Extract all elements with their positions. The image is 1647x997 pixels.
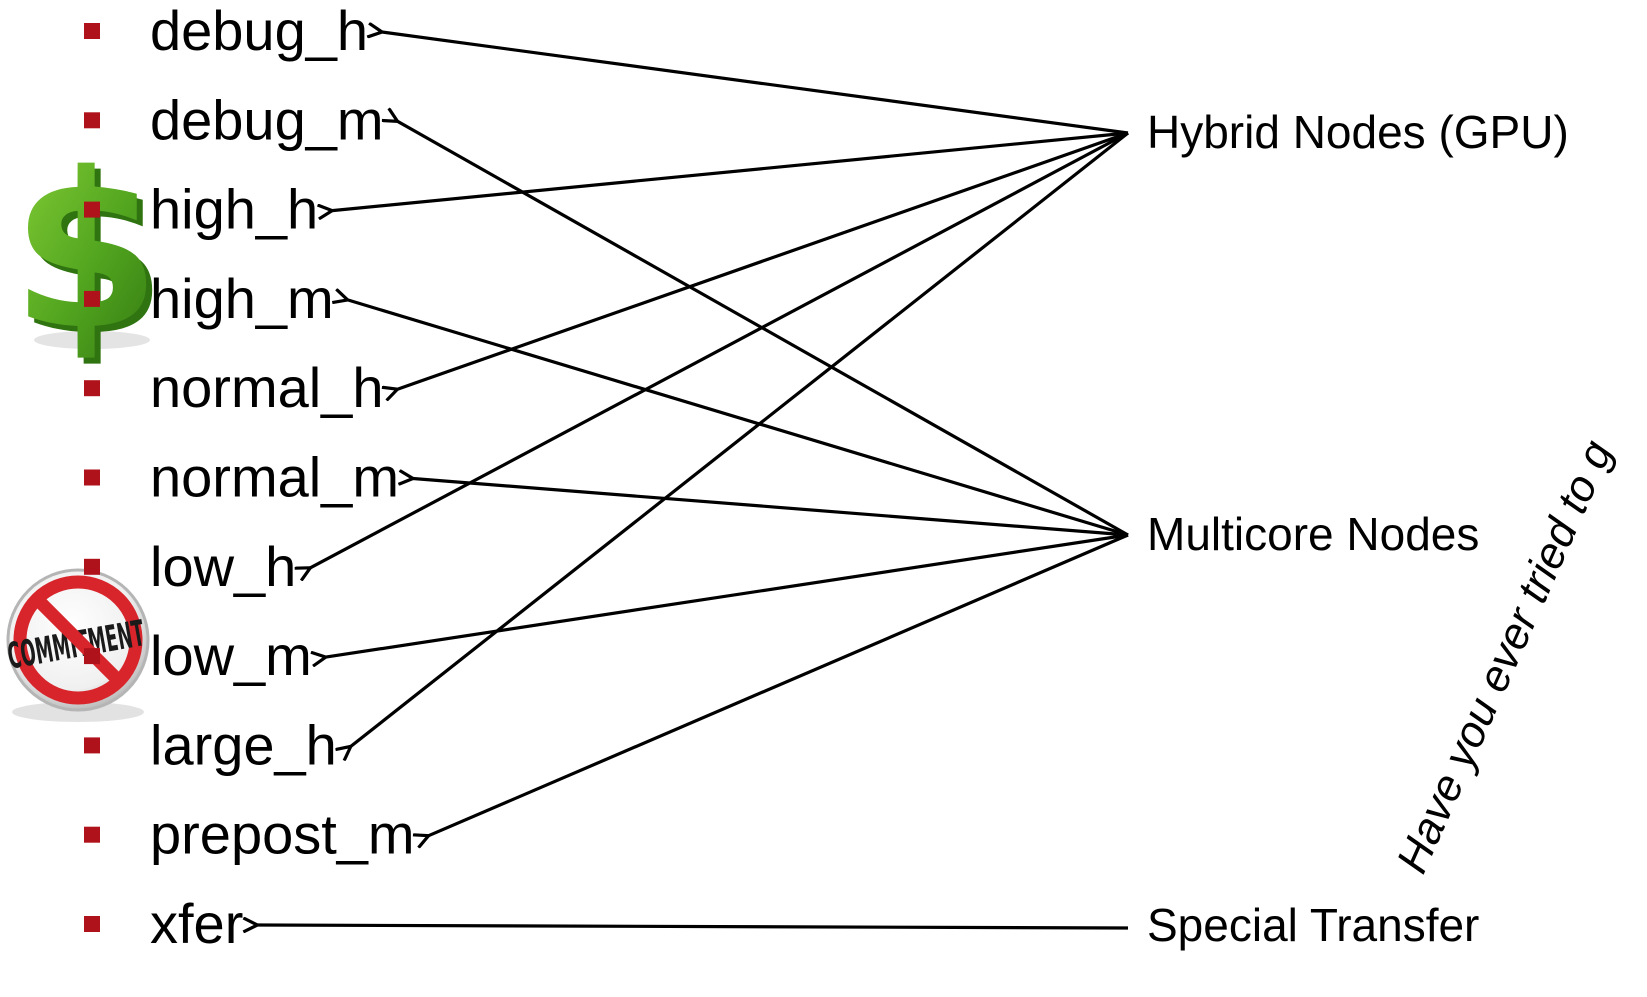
bullet-marker <box>84 826 100 843</box>
queue-label-low-m: low_m <box>150 624 312 687</box>
svg-text:$: $ <box>11 126 161 377</box>
queue-label-normal-h: normal_h <box>150 356 383 419</box>
arrow-hybrid-to-large-h <box>351 131 1129 746</box>
bullet-marker <box>84 112 100 129</box>
bullet-marker <box>84 23 100 39</box>
queue-label-high-m: high_m <box>150 267 334 330</box>
queue-label-low-h: low_h <box>150 535 296 598</box>
multicore-nodes-label: Multicore Nodes <box>1147 508 1479 560</box>
queue-label-debug-h: debug_h <box>150 0 368 62</box>
bullet-marker <box>84 469 100 486</box>
dollar-sign-icon: $ $ <box>11 126 167 383</box>
special-transfer-label: Special Transfer <box>1147 899 1479 951</box>
bullet-marker <box>84 737 100 754</box>
arrow-multicore-to-low-m <box>326 533 1129 657</box>
bullet-marker <box>84 916 100 932</box>
rotated-note: Have you ever tried to g <box>1387 433 1622 880</box>
arrow-multicore-to-prepost-m <box>429 533 1129 836</box>
no-commitment-icon: COMMITMENT <box>5 568 150 722</box>
arrow-multicore-to-normal-m <box>413 479 1129 537</box>
bullet-marker <box>84 290 100 307</box>
arrow-connectors <box>257 32 1129 928</box>
bullet-marker <box>84 380 100 397</box>
arrow-hybrid-to-debug-h <box>382 32 1129 135</box>
bullet-marker <box>84 201 100 218</box>
arrow-hybrid-to-high-h <box>332 131 1129 211</box>
svg-text:$: $ <box>17 132 167 383</box>
arrow-multicore-to-high-m <box>348 300 1129 537</box>
queue-label-normal-m: normal_m <box>150 446 399 509</box>
queue-label-debug-m: debug_m <box>150 88 384 151</box>
arrow-hybrid-to-low-h <box>310 131 1129 568</box>
queue-label-prepost-m: prepost_m <box>150 803 415 866</box>
arrow-multicore-to-debug-m <box>398 121 1129 537</box>
bullet-marker <box>84 558 100 575</box>
queue-label-high-h: high_h <box>150 178 318 241</box>
arrow-transfer-to-xfer <box>257 925 1129 928</box>
queue-list: debug_h debug_m high_h high_m normal_hnormal… <box>84 0 415 955</box>
queue-label-large-h: large_h <box>150 713 337 776</box>
arrow-hybrid-to-normal-h <box>397 131 1129 389</box>
bullet-marker <box>84 648 100 665</box>
queue-label-xfer: xfer <box>150 892 243 955</box>
hybrid-nodes-label: Hybrid Nodes (GPU) <box>1147 106 1569 158</box>
